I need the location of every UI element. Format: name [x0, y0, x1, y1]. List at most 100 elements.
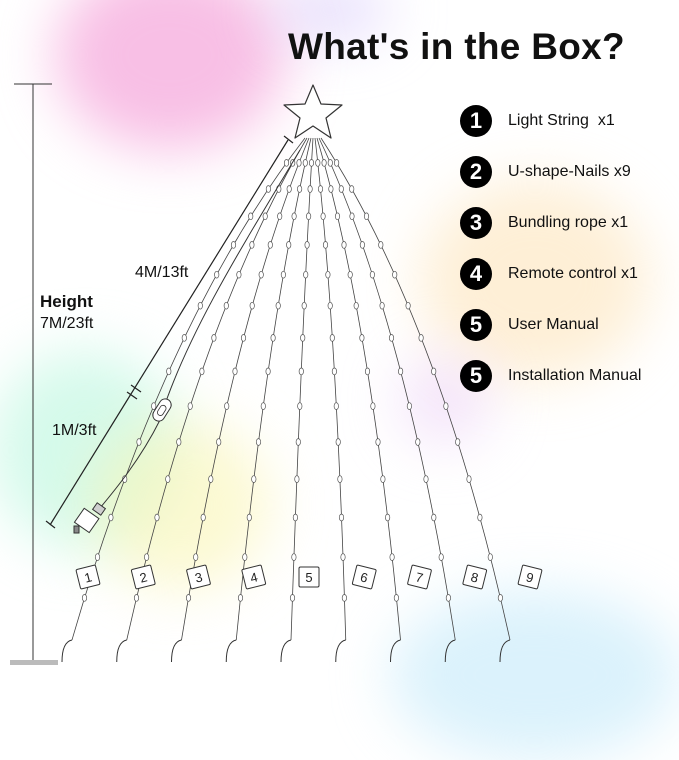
bulb-icon — [334, 159, 340, 167]
bulb-icon — [232, 367, 238, 376]
bulb-icon — [347, 270, 353, 279]
bulb-icon — [364, 367, 371, 376]
bulb-icon — [297, 185, 303, 193]
bulb-icon — [298, 367, 304, 376]
bulb-icon — [94, 553, 101, 561]
bulb-icon — [423, 475, 429, 483]
ground-nail-icon — [225, 639, 237, 663]
bulb-icon — [341, 241, 347, 249]
bulb-icon — [304, 241, 310, 249]
tag-box — [351, 564, 377, 590]
strand-number: 3 — [193, 569, 204, 585]
bulb-icon — [443, 402, 449, 410]
bulb-icon — [477, 513, 483, 522]
bulb-icon — [307, 185, 313, 193]
tag-box — [241, 564, 267, 590]
bulb-icon — [200, 513, 206, 522]
bulb-icon — [223, 301, 229, 310]
bulb-icon — [258, 270, 264, 279]
bulb-icon — [315, 159, 321, 167]
top-cable-length: 4M/13ft — [135, 264, 189, 281]
strand-tag: 5 — [298, 566, 320, 588]
strand-number: 1 — [83, 569, 94, 585]
ground-nail-icon — [116, 639, 127, 663]
bulb-icon — [335, 438, 341, 446]
bulb-icon — [353, 301, 359, 310]
bulb-icon — [249, 241, 255, 249]
bulb-icon — [291, 212, 297, 221]
bulb-icon — [328, 185, 334, 193]
strand-tag: 6 — [351, 564, 377, 590]
strand-tag: 8 — [462, 564, 488, 590]
bulb-icon — [208, 475, 214, 483]
bulb-icon — [375, 438, 381, 446]
bulb-icon — [320, 212, 326, 221]
bulb-icon — [379, 301, 385, 310]
tag-box — [407, 564, 432, 590]
light-strand — [314, 137, 347, 641]
ground-nail-icon — [335, 639, 346, 663]
bulb-icon — [300, 334, 306, 342]
bulb-icon — [292, 513, 298, 522]
bulb-icon — [286, 185, 292, 193]
bulb-icon — [197, 301, 203, 310]
bulb-icon — [322, 241, 329, 249]
bulb-icon — [392, 270, 398, 279]
bulb-icon — [237, 594, 244, 602]
item-number-badge: 5 — [460, 309, 492, 341]
bulb-icon — [317, 185, 324, 193]
bulb-icon — [249, 301, 255, 310]
bulb-icon — [455, 438, 461, 446]
bulb-icon — [415, 438, 421, 446]
light-strand — [181, 137, 310, 641]
bulb-icon — [329, 334, 335, 342]
strand-number: 9 — [525, 569, 536, 585]
bulb-icon — [388, 334, 395, 342]
bulb-icon — [302, 159, 308, 167]
bulb-icon — [406, 402, 412, 410]
bulb-icon — [260, 402, 266, 410]
bulb-icon — [487, 553, 493, 561]
bulb-icon — [331, 367, 337, 376]
bulb-icon — [108, 513, 114, 522]
bulb-icon — [380, 475, 386, 483]
item-number-badge: 1 — [460, 105, 492, 137]
bulb-icon — [327, 301, 333, 310]
item-label: Remote control x1 — [508, 265, 638, 282]
bulb-icon — [224, 402, 230, 410]
bulb-icon — [333, 402, 339, 410]
bulb-icon — [295, 438, 301, 446]
light-strand — [320, 137, 511, 641]
bulb-icon — [393, 594, 399, 602]
strand-number: 6 — [359, 569, 370, 585]
bulb-icon — [303, 270, 309, 279]
bottom-cable-length: 1M/3ft — [52, 422, 97, 439]
bulb-icon — [165, 475, 171, 483]
bulb-icon — [338, 513, 345, 522]
bulb-icon — [251, 475, 257, 483]
bulb-icon — [405, 301, 411, 310]
ground-nail-icon — [499, 639, 511, 663]
bulb-icon — [321, 159, 327, 167]
bulb-icon — [193, 553, 199, 561]
bulb-icon — [438, 553, 444, 561]
bulb-icon — [277, 212, 283, 221]
tag-box — [517, 564, 543, 590]
ground-base — [10, 660, 58, 665]
strand-tag: 4 — [241, 564, 267, 590]
bulb-icon — [341, 594, 347, 602]
bulb-icon — [301, 301, 307, 310]
bulb-icon — [431, 513, 437, 522]
length-dimension — [45, 135, 294, 529]
bulb-icon — [280, 270, 286, 279]
bulb-icon — [325, 270, 331, 279]
bulb-icon — [181, 334, 187, 342]
tag-box — [186, 564, 211, 590]
bulb-icon — [185, 594, 192, 602]
tag-box — [75, 564, 101, 590]
item-number-badge: 3 — [460, 207, 492, 239]
